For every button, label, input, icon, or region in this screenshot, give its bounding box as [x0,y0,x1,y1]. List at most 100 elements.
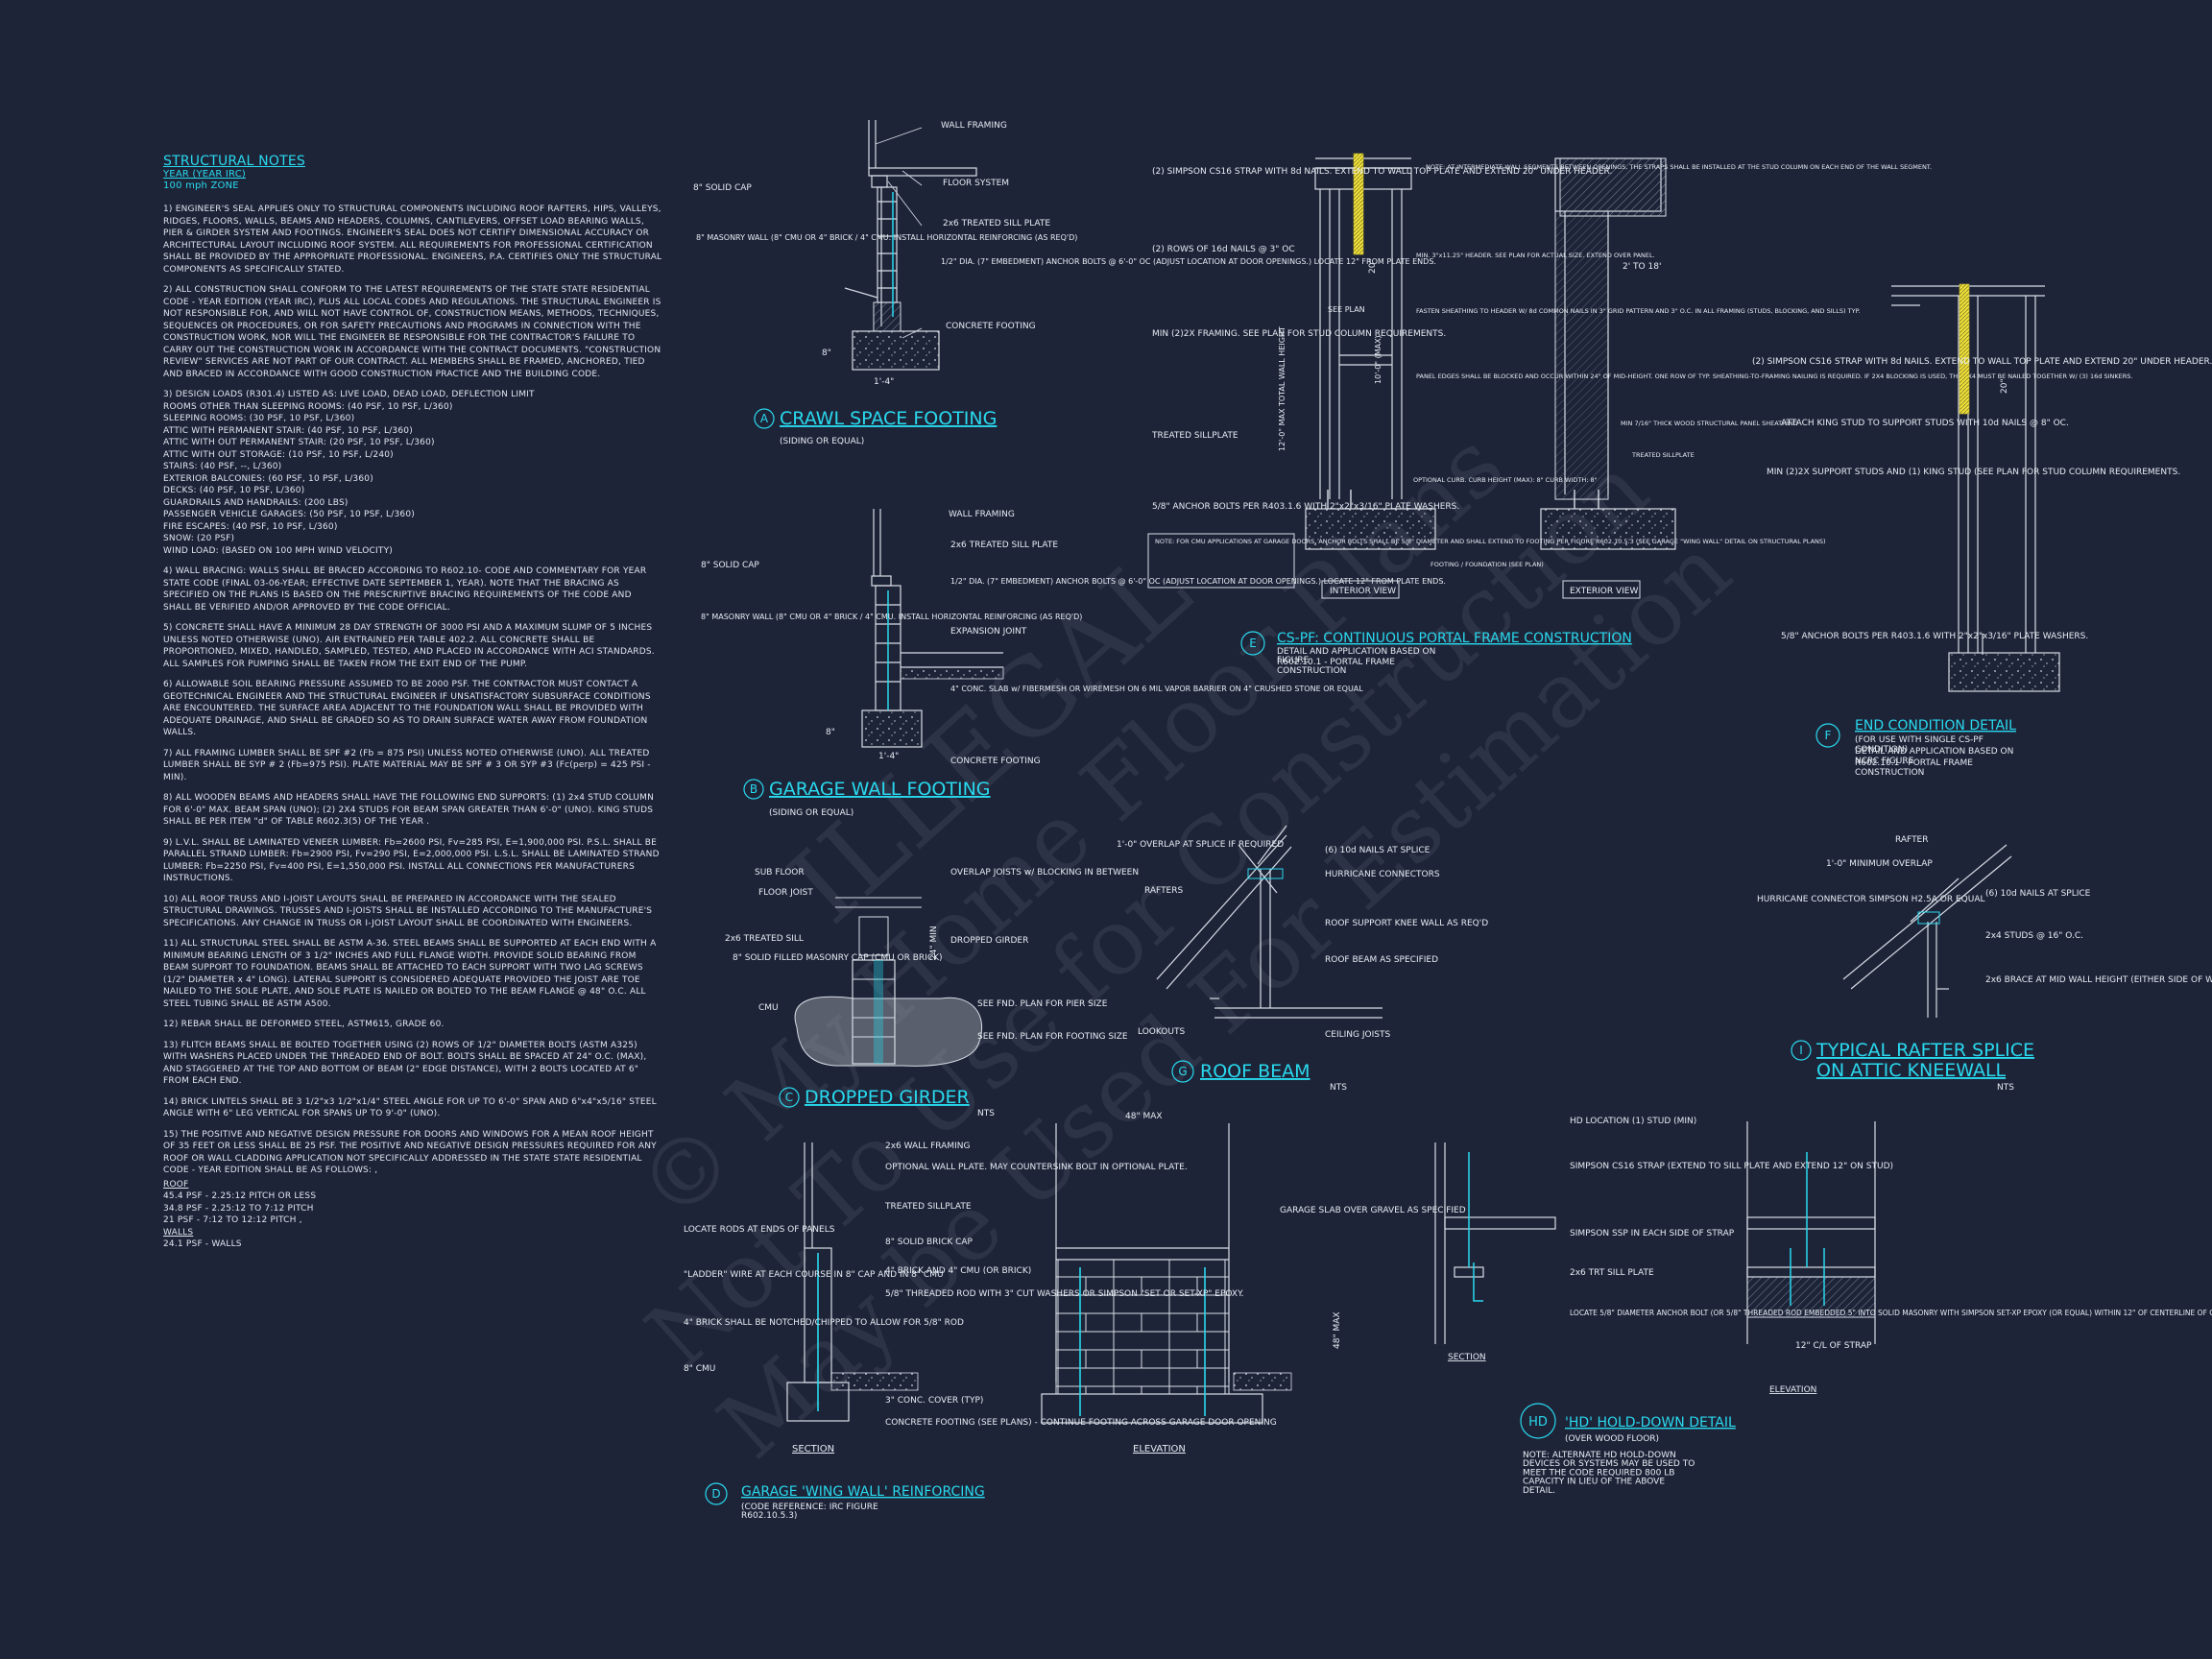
detail-c-dropped-girder: SUB FLOOR FLOOR JOIST 2x6 TREATED SILL 8… [725,868,1139,1118]
g-label-roof-beam: ROOF BEAM AS SPECIFIED [1325,955,1438,965]
c-label-footing-size: SEE FND. PLAN FOR FOOTING SIZE [977,1032,1128,1042]
note-item: 7) ALL FRAMING LUMBER SHALL BE SPF #2 (F… [163,748,651,782]
hd-label-sill: 2x6 TRT SILL PLATE [1570,1268,1654,1278]
b-label-concrete-footing: CONCRETE FOOTING [950,757,1041,766]
e-dim-20: 20" [1368,258,1378,274]
note-item: 1) ENGINEER'S SEAL APPLIES ONLY TO STRUC… [163,204,662,275]
hd-dim-12: 12" C/L OF STRAP [1795,1341,1872,1351]
hd-label-ssp: SIMPSON SSP IN EACH SIDE OF STRAP [1570,1229,1735,1238]
e-label-treated-sill: TREATED SILLPLATE [1151,431,1238,441]
g-label-lookouts: LOOKOUTS [1138,1027,1185,1037]
e-view-exterior: EXTERIOR VIEW [1570,587,1638,596]
a-label-sill-plate: 2x6 TREATED SILL PLATE [943,219,1050,228]
d-letter: D [711,1487,720,1501]
f-label-cs16-strap: (2) SIMPSON CS16 STRAP WITH 8d NAILS. EX… [1752,357,2212,367]
b-label-masonry-wall: 8" MASONRY WALL (8" CMU OR 4" BRICK / 4"… [701,613,1082,621]
a-label-wall-framing: WALL FRAMING [941,121,1007,131]
note-item: 3) DESIGN LOADS (R301.4) LISTED AS: LIVE… [163,390,535,556]
note-item: 12) REBAR SHALL BE DEFORMED STEEL, ASTM6… [163,1020,445,1029]
d-label-threaded-rod: 5/8" THREADED ROD WITH 3" CUT WASHERS OR… [885,1289,1244,1299]
c-label-floor-joist: FLOOR JOIST [758,888,813,898]
g-title: ROOF BEAM [1200,1061,1310,1082]
a-label-anchor-bolts: 1/2" DIA. (7" EMBEDMENT) ANCHOR BOLTS @ … [941,257,1436,266]
c-label-sub-floor: SUB FLOOR [755,868,805,878]
f-label-anchor-bolts: 5/8" ANCHOR BOLTS PER R403.1.6 WITH 2"x2… [1781,632,2088,641]
d-label-treated-sill: TREATED SILLPLATE [884,1202,972,1212]
d-title: GARAGE 'WING WALL' REINFORCING [741,1484,985,1500]
i-title-1: TYPICAL RAFTER SPLICE [1815,1040,2034,1061]
e-label-curb: OPTIONAL CURB. CURB HEIGHT (MAX): 8" CUR… [1413,476,1598,484]
g-label-overlap: 1'-0" OVERLAP AT SPLICE IF REQUIRED [1117,840,1284,850]
hd-sub: (OVER WOOD FLOOR) [1565,1434,1659,1444]
e-label-see-plan: SEE PLAN [1328,305,1365,314]
b-dim-width: 1'-4" [878,752,899,761]
detail-f-end-condition: (2) SIMPSON CS16 STRAP WITH 8d NAILS. EX… [1752,283,2212,778]
d-label-concrete-footing: CONCRETE FOOTING (SEE PLANS) - CONTINUE … [885,1418,1277,1428]
detail-d-wing-wall: 2x6 WALL FRAMING OPTIONAL WALL PLATE. MA… [684,1112,1466,1521]
note-item: 4) WALL BRACING: WALLS SHALL BE BRACED A… [163,566,647,613]
pressure-line: 34.8 PSF - 2.25:12 TO 7:12 PITCH [163,1203,314,1214]
hd-letter: HD [1528,1415,1548,1430]
d-label-ladder-wire: "LADDER" WIRE AT EACH COURSE IN 8" CAP A… [684,1270,944,1280]
b-letter: B [750,782,757,796]
f-label-support-studs: MIN (2)2X SUPPORT STUDS AND (1) KING STU… [1767,468,2180,477]
g-nts: NTS [1330,1083,1347,1093]
e-label-sheathing: MIN 7/16" THICK WOOD STRUCTURAL PANEL SH… [1621,420,1798,427]
b-label-expansion-joint: EXPANSION JOINT [950,627,1027,637]
c-label-pier-size: SEE FND. PLAN FOR PIER SIZE [977,999,1108,1009]
g-label-knee-wall: ROOF SUPPORT KNEE WALL AS REQ'D [1325,919,1488,928]
f-title: END CONDITION DETAIL [1855,718,2016,733]
i-letter: I [1799,1044,1803,1057]
c-letter: C [785,1091,793,1104]
a-title: CRAWL SPACE FOOTING [780,408,997,429]
g-label-nails: (6) 10d NAILS AT SPLICE [1325,846,1431,855]
note-item: 10) ALL ROOF TRUSS AND I-JOIST LAYOUTS S… [163,894,653,928]
hd-view-elevation: ELEVATION [1769,1385,1816,1395]
e-label-framing: MIN (2)2X FRAMING. SEE PLAN FOR STUD COL… [1152,329,1446,339]
roof-heading: ROOF [163,1179,189,1190]
d-label-conc-cover: 3" CONC. COVER (TYP) [885,1396,983,1406]
pressure-line: 45.4 PSF - 2.25:12 PITCH OR LESS [163,1191,317,1201]
b-label-sill-plate: 2x6 TREATED SILL PLATE [950,541,1058,550]
e-title: CS-PF: CONTINUOUS PORTAL FRAME CONSTRUCT… [1277,631,1632,646]
g-label-hurricane: HURRICANE CONNECTORS [1325,870,1440,879]
hd-label-location: HD LOCATION (1) STUD (MIN) [1570,1117,1696,1126]
d-label-rods: LOCATE RODS AT ENDS OF PANELS [684,1225,835,1235]
notes-year: YEAR (YEAR IRC) [163,169,246,180]
e-label-treated-sill-ext: TREATED SILLPLATE [1631,451,1695,459]
notes-items: 1) ENGINEER'S SEAL APPLIES ONLY TO STRUC… [163,204,662,1177]
a-sub: (SIDING OR EQUAL) [780,437,864,446]
a-letter: A [760,412,769,425]
a-label-solid-cap: 8" SOLID CAP [693,183,752,193]
b-label-slab: 4" CONC. SLAB w/ FIBERMESH OR WIREMESH O… [950,685,1363,693]
walls-heading: WALLS [163,1227,194,1238]
hd-label-strap: SIMPSON CS16 STRAP (EXTEND TO SILL PLATE… [1570,1162,1893,1171]
i-label-nails: (6) 10d NAILS AT SPLICE [1985,889,2091,899]
i-label-studs: 2x4 STUDS @ 16" O.C. [1985,931,2083,941]
c-label-cmu: CMU [758,1003,779,1013]
e-label-panel-edges: PANEL EDGES SHALL BE BLOCKED AND OCCUR W… [1416,373,2132,380]
g-letter: G [1178,1065,1187,1078]
e-label-intermediate-note: NOTE: AT INTERMEDIATE WALL SEGMENTS BETW… [1426,163,1932,171]
d-label-8cmu: 8" CMU [684,1364,715,1374]
e-label-cs16-strap: (2) SIMPSON CS16 STRAP WITH 8d NAILS. EX… [1152,167,1612,177]
note-item: 5) CONCRETE SHALL HAVE A MINIMUM 28 DAY … [163,623,655,669]
c-label-dropped-girder: DROPPED GIRDER [950,936,1028,946]
c-label-overlap: OVERLAP JOISTS w/ BLOCKING IN BETWEEN [950,868,1139,878]
hd-label-anchor: LOCATE 5/8" DIAMETER ANCHOR BOLT (OR 5/8… [1570,1309,2212,1317]
g-label-rafters: RAFTERS [1144,886,1184,896]
roof-lines: 45.4 PSF - 2.25:12 PITCH OR LESS 34.8 PSF… [163,1190,662,1227]
d-dim-48-side: 48" MAX [1333,1311,1342,1349]
note-item: 6) ALLOWABLE SOIL BEARING PRESSURE ASSUM… [163,680,651,737]
a-dim-8: 8" [822,349,831,358]
hd-view-section: SECTION [1448,1353,1486,1362]
a-label-concrete-footing: CONCRETE FOOTING [946,322,1036,331]
e-label-fasten: FASTEN SHEATHING TO HEADER W/ 8d COMMON … [1416,307,1861,315]
